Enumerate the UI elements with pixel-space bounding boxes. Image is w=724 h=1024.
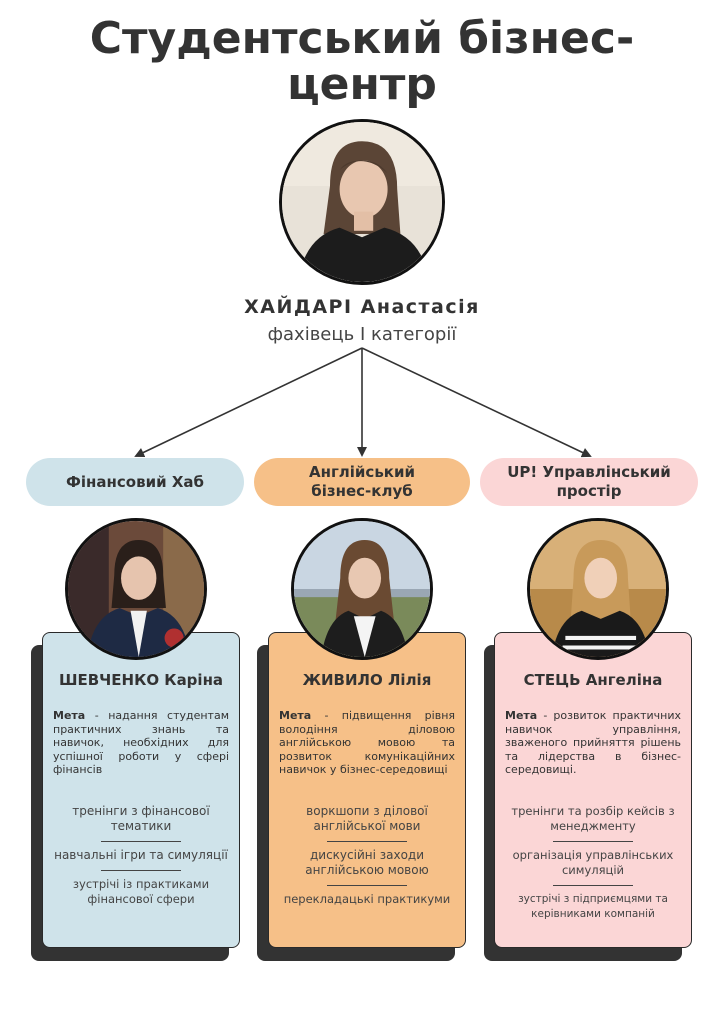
member-card-finance: ШЕВЧЕНКО Каріна Мета - надання студентам… [42,632,240,948]
head-role: фахівець І категорії [267,324,457,345]
head-name: ХАЙДАРІ Анастасія [244,296,480,318]
person-portrait-icon [294,521,430,657]
activity-item: організація управлінських симуляцій [512,848,674,877]
activities-list: тренінги та розбір кейсів з менеджменту … [503,801,683,926]
page-title-line-1: Студентський бізнес- [89,13,635,64]
member-name: СТЕЦЬ Ангеліна [523,671,663,689]
person-portrait-icon [530,521,666,657]
member-card-management: СТЕЦЬ Ангеліна Мета - розвиток практични… [494,632,692,948]
hierarchy-arrows [134,347,592,458]
activity-item: тренінги з фінансової тематики [72,804,210,833]
member-photo-management [527,518,669,660]
divider [327,841,407,842]
divider [101,870,181,871]
member-name: ШЕВЧЕНКО Каріна [58,671,224,689]
member-card-english: ЖИВИЛО Лілія Мета - підвищення рівня вол… [268,632,466,948]
member-goal: Мета - підвищення рівня володіння ділово… [279,709,455,777]
member-name: ЖИВИЛО Лілія [302,671,432,689]
activity-item: воркшопи з ділової англійської мови [306,804,428,833]
dept-pill-english: Англійський бізнес-клуб [254,458,470,506]
goal-label: Мета [505,709,538,722]
dept-label: Англійський бізнес-клуб [308,463,416,500]
activity-item: дискусійні заходи англійською мовою [305,848,429,877]
divider [553,885,633,886]
person-portrait-icon [68,521,204,657]
arrow-left [134,347,363,458]
divider [101,841,181,842]
goal-label: Мета [53,709,86,722]
page-title: Студентський бізнес- центр [0,16,724,108]
activity-item: навчальні ігри та симуляції [54,848,228,862]
divider [553,841,633,842]
goal-text: - підвищення рівня володіння діловою анг… [279,709,455,776]
goal-text: - надання студентам практичних знань та … [53,709,229,776]
page-title-line-2: центр [287,59,437,110]
activities-list: воркшопи з ділової англійської мови диск… [277,801,457,911]
member-goal: Мета - розвиток практичних навичок управ… [505,709,681,777]
activities-list: тренінги з фінансової тематики навчальні… [51,801,231,911]
divider [327,885,407,886]
dept-pill-management: UP! Управлінський простір [480,458,698,506]
member-photo-english [291,518,433,660]
arrow-right [361,347,592,458]
dept-label: Фінансовий Хаб [66,472,204,491]
member-photo-finance [65,518,207,660]
dept-label: UP! Управлінський простір [507,463,671,500]
activity-item: тренінги та розбір кейсів з менеджменту [511,804,675,833]
member-goal: Мета - надання студентам практичних знан… [53,709,229,777]
dept-pill-finance: Фінансовий Хаб [26,458,244,506]
goal-label: Мета [279,709,312,722]
activity-item: перекладацькі практикуми [283,892,451,906]
activity-item: зустрічі із практиками фінансової сфери [72,877,210,906]
goal-text: - розвиток практичних навичок управління… [505,709,681,776]
activity-item: зустрічі з підприємцями та керівниками к… [518,893,668,920]
